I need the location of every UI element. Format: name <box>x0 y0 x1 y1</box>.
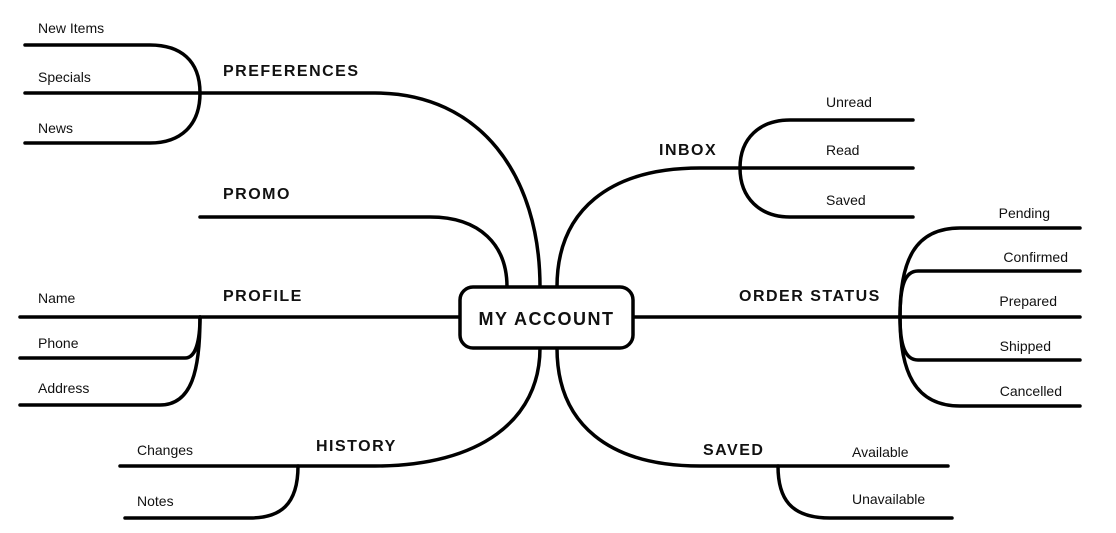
leaf-shipped: Shipped <box>1000 338 1051 354</box>
branch-label-inbox: INBOX <box>659 142 717 159</box>
branch-label-promo: PROMO <box>223 186 291 203</box>
order-status-leaf-shipped-connector <box>898 315 1082 362</box>
leaf-prepared: Prepared <box>999 293 1057 309</box>
leaf-address: Address <box>38 380 89 396</box>
preferences-connector <box>198 91 542 289</box>
saved-connector <box>555 346 950 468</box>
branch-labels: PREFERENCES PROMO PROFILE HISTORY INBOX … <box>223 63 881 459</box>
leaf-specials: Specials <box>38 69 91 85</box>
inbox-connector <box>555 166 742 289</box>
leaf-confirmed: Confirmed <box>1003 249 1068 265</box>
leaf-unavailable: Unavailable <box>852 491 925 507</box>
leaf-saved: Saved <box>826 192 866 208</box>
profile-leaf-address-connector <box>18 315 202 407</box>
preferences-leaf-news-connector <box>23 91 202 145</box>
order-status-leaf-cancelled-connector <box>898 315 1082 408</box>
branch-label-saved: SAVED <box>703 442 764 459</box>
preferences-leaf-new-items-connector <box>23 43 202 95</box>
leaf-new-items: New Items <box>38 20 104 36</box>
leaf-unread: Unread <box>826 94 872 110</box>
history-leaf-notes-connector <box>123 464 300 520</box>
inbox-leaf-saved-connector <box>738 166 915 219</box>
leaf-pending: Pending <box>999 205 1050 221</box>
connectors <box>18 43 1082 520</box>
center-node-label: MY ACCOUNT <box>479 309 615 329</box>
promo-connector <box>198 215 509 289</box>
inbox-leaf-unread-connector <box>738 118 915 170</box>
leaf-cancelled: Cancelled <box>1000 383 1062 399</box>
branch-label-profile: PROFILE <box>223 288 303 305</box>
leaf-notes: Notes <box>137 493 174 509</box>
history-connector <box>118 346 542 468</box>
leaf-available: Available <box>852 444 909 460</box>
branch-label-preferences: PREFERENCES <box>223 63 360 80</box>
leaf-phone: Phone <box>38 335 79 351</box>
branch-label-order-status: ORDER STATUS <box>739 288 881 305</box>
leaf-news: News <box>38 120 73 136</box>
leaf-labels: New Items Specials News Name Phone Addre… <box>38 20 1068 509</box>
order-status-leaf-confirmed-connector <box>898 269 1082 319</box>
center-node-box <box>458 285 635 350</box>
branch-label-history: HISTORY <box>316 438 397 455</box>
saved-leaf-unavailable-connector <box>776 464 954 520</box>
leaf-read: Read <box>826 142 859 158</box>
center-node: MY ACCOUNT <box>458 285 635 350</box>
leaf-changes: Changes <box>137 442 193 458</box>
leaf-name: Name <box>38 290 76 306</box>
